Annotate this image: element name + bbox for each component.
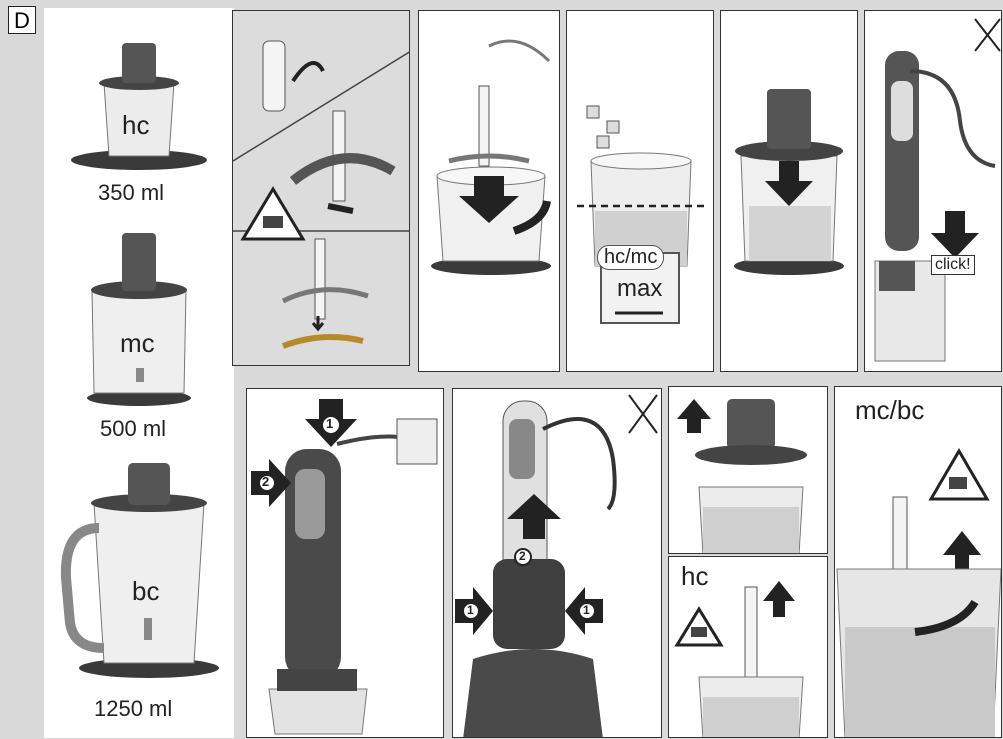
remove-lid-illustration — [669, 387, 828, 554]
hc-step-label: hc — [681, 561, 708, 592]
level-label: hc/mc — [597, 245, 664, 270]
up-arrow-icon-2 — [677, 399, 711, 433]
max-label: max — [617, 275, 662, 303]
step-blade-panel — [232, 10, 410, 366]
mc-label: mc — [120, 328, 155, 359]
no-plug-icon — [975, 19, 1000, 51]
step8-num1-right: 1 — [583, 603, 590, 617]
hc-label: hc — [122, 110, 149, 141]
warning-hand-icon-2 — [677, 609, 721, 645]
step-lid-panel — [720, 10, 858, 372]
step-remove-blade-hc-panel: hc — [668, 556, 828, 738]
up-arrow-icon-4 — [943, 531, 981, 573]
step7-num2: 2 — [262, 474, 269, 489]
down-arrow-icon-3 — [931, 211, 979, 258]
step7-num1: 1 — [326, 416, 333, 431]
attachments-panel: hc 350 ml mc 500 ml bc 1250 ml — [44, 8, 234, 738]
bc-label: bc — [132, 576, 159, 607]
fill-food-illustration — [567, 11, 714, 372]
step-remove-blade-mcbc-panel: mc/bc — [834, 386, 1002, 738]
click-callout: click! — [931, 255, 975, 275]
hc-chopper-icon — [71, 43, 207, 170]
step8-num1-left: 1 — [467, 603, 474, 617]
detach-motor-illustration — [453, 389, 662, 738]
insert-blade-illustration — [419, 11, 560, 372]
section-letter: D — [8, 6, 36, 34]
mc-chopper-icon — [87, 233, 191, 406]
operate-illustration — [247, 389, 444, 738]
mc-volume: 500 ml — [100, 416, 166, 442]
step-insert-blade-panel — [418, 10, 560, 372]
step-operate-panel: 1 2 — [246, 388, 444, 738]
up-arrow-icon-3 — [763, 581, 795, 617]
step-attach-panel: click! — [864, 10, 1002, 372]
remove-blade-mcbc-illustration — [835, 387, 1002, 738]
step-detach-panel: 2 1 1 — [452, 388, 662, 738]
put-lid-illustration — [721, 11, 858, 372]
no-plug-icon-2 — [629, 395, 657, 433]
bc-volume: 1250 ml — [94, 696, 172, 722]
hc-volume: 350 ml — [98, 180, 164, 206]
step-remove-lid-panel — [668, 386, 828, 554]
warning-hand-icon — [243, 189, 303, 239]
step8-num2: 2 — [519, 549, 526, 563]
warning-hand-icon-3 — [931, 451, 987, 499]
blade-handling-illustration — [233, 11, 410, 366]
attach-motor-illustration — [865, 11, 1002, 372]
mcbc-step-label: mc/bc — [855, 395, 924, 426]
bc-beaker-icon — [66, 463, 219, 678]
step-fill-panel: hc/mc max — [566, 10, 714, 372]
